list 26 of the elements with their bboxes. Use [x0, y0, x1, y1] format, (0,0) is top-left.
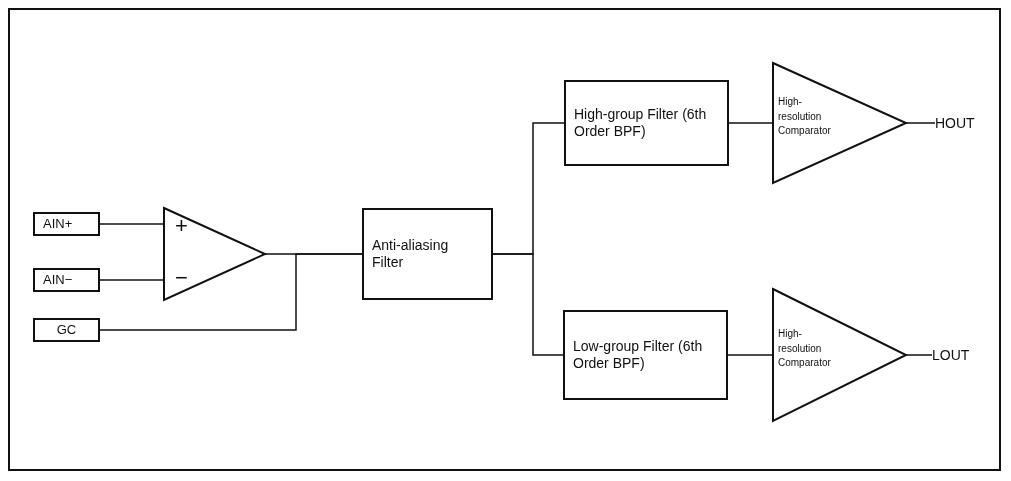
signal-line — [492, 253, 564, 356]
output-pin-label: LOUT — [932, 344, 984, 366]
plus-sign: + — [175, 215, 188, 237]
comparator-label: High-resolution Comparator — [778, 327, 832, 370]
block-box — [33, 212, 100, 236]
block-label: Anti-aliasing Filter — [372, 236, 450, 272]
signal-line — [99, 279, 164, 281]
block-box — [563, 310, 728, 400]
block-label: High-group Filter (6th Order BPF) — [574, 105, 708, 141]
block-label: Low-group Filter (6th Order BPF) — [573, 337, 704, 373]
signal-line — [727, 354, 773, 356]
block-box — [564, 80, 729, 166]
block-label: AIN+ — [43, 215, 73, 233]
block-box — [33, 268, 100, 292]
signal-line — [905, 354, 933, 356]
block-box — [33, 318, 100, 342]
block-box — [362, 208, 493, 300]
signal-line — [99, 253, 363, 331]
block-label: GC — [56, 321, 77, 339]
signal-line — [728, 122, 773, 124]
block-label: AIN− — [43, 271, 73, 289]
signal-line — [905, 122, 936, 124]
minus-sign: − — [175, 267, 188, 289]
signal-line — [99, 223, 164, 225]
output-pin-label: HOUT — [935, 112, 987, 134]
comparator-label: High-resolution Comparator — [778, 95, 832, 138]
